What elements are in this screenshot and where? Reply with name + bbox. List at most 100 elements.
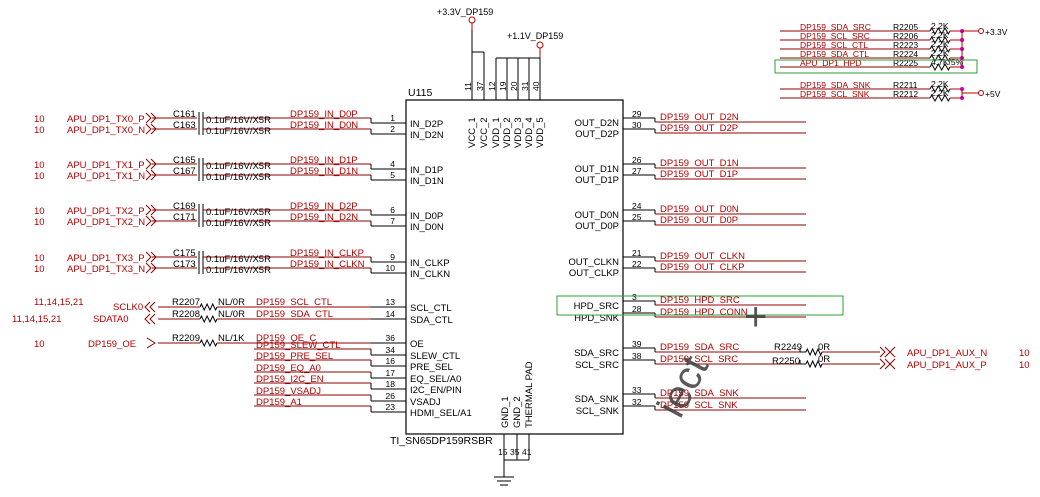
misc-net-name: DP159_SLEW_CTL [256, 340, 340, 351]
top-pin-name: VCC_2 [479, 117, 490, 148]
input-signal-name: APU_DP1_TX1_N [67, 171, 145, 182]
pullup-resistor-ref: R2206 [893, 31, 918, 41]
resistor-value: NL/0R [218, 297, 245, 308]
pullup-resistor-value: 2.2K [931, 48, 949, 58]
capacitor-value: 0.1uF/16V/X5R [206, 207, 271, 218]
pullup-resistor-value: 2.2K [931, 21, 949, 31]
right-pin-number: 32 [632, 397, 642, 407]
left-pin-name: IN_D0N [410, 222, 444, 233]
capacitor-value: 0.1uF/16V/X5R [206, 218, 271, 229]
right-pin-number: 25 [632, 212, 642, 222]
left-pin-number: 14 [386, 309, 396, 319]
output-net-name: DP159_OUT_D1N [660, 158, 739, 169]
aux-resistor-ref: R2250 [772, 356, 800, 367]
input-net-name: DP159_IN_D0P [290, 109, 358, 120]
capacitor-icon [198, 158, 204, 170]
output-net-name: DP159_SDA_SNK [660, 388, 739, 399]
source-page-ref: 10 [34, 264, 45, 275]
offpage-connector-icon [145, 251, 157, 263]
right-pin-name: OUT_CLKP [569, 268, 619, 279]
resistor-icon [805, 347, 823, 357]
top-pin-name: VDD_2 [502, 117, 513, 148]
capacitor-ref: C165 [173, 155, 196, 166]
capacitor-value: 0.1uF/16V/X5R [206, 115, 271, 126]
ctl-signal-name: DP159_OE [88, 339, 136, 350]
aux-signal-name: APU_DP1_AUX_N [907, 348, 987, 359]
output-net-name: DP159_OUT_D2P [660, 123, 738, 134]
bidirectional-connector-icon [144, 301, 156, 313]
source-page-ref: 10 [34, 160, 45, 171]
right-pin-name: HPD_SNK [574, 313, 620, 324]
power-3v3-dp159: +3.3V_DP159 [437, 7, 493, 75]
right-pin-name: HPD_SRC [574, 301, 620, 312]
ground-net: 15 35 41 [494, 434, 532, 486]
right-pin-number: 27 [632, 166, 642, 176]
left-pin-number: 17 [386, 368, 396, 378]
bidirectional-connector-icon [144, 313, 156, 325]
left-pin-name: EQ_SEL/A0 [410, 374, 461, 385]
left-pin-number: 1 [390, 113, 395, 123]
gnd-pin-number-1: 15 [498, 447, 508, 457]
power-label-3v3: +3.3V [985, 27, 1008, 37]
chip-body[interactable] [405, 99, 624, 435]
right-pin-number: 3 [632, 292, 637, 302]
ground-symbol-icon [494, 470, 514, 486]
capacitor-value: 0.1uF/16V/X5R [206, 161, 271, 172]
left-pin-number: 5 [390, 170, 395, 180]
bottom-pin-name: GND_2 [512, 396, 523, 428]
right-pin-name: OUT_D2N [575, 118, 619, 129]
resistor-ref: R2207 [172, 297, 200, 308]
offpage-connector-icon [145, 169, 157, 181]
source-page-ref: 10 [34, 125, 45, 136]
right-pin-number: 28 [632, 304, 642, 314]
offpage-connector-icon [145, 204, 157, 216]
ctl-page-ref: 11,14,15,21 [34, 297, 83, 308]
source-page-ref: 10 [34, 253, 45, 264]
power-port-icon [978, 90, 984, 96]
right-pin-name: OUT_D1P [575, 175, 619, 186]
left-pin-number: 9 [390, 252, 395, 262]
capacitor-value: 0.1uF/16V/X5R [206, 126, 271, 137]
right-pin-name: SCL_SNK [576, 406, 620, 417]
pullup-net-name: DP159_SDA_CTL [800, 49, 869, 59]
input-net-name: DP159_IN_D0N [290, 120, 358, 131]
capacitor-ref: C173 [173, 259, 196, 270]
ctl-net-name: DP159_OE_C [256, 333, 316, 344]
left-pin-name: IN_D1P [410, 165, 443, 176]
pullup-resistor-value: 2.2K [931, 88, 949, 98]
capacitor-icon [198, 204, 204, 216]
left-pin-name: IN_D0P [410, 211, 443, 222]
power-port-icon [978, 28, 984, 34]
chip-u115[interactable]: U115 TI_SN65DP159RSBR [390, 87, 624, 447]
aux-page-ref: 10 [1019, 348, 1030, 359]
pullup-resistor-ref: R2211 [893, 80, 918, 90]
aux-resistor-value: 0R [818, 354, 830, 365]
left-pin-name: IN_D2P [410, 119, 443, 130]
left-pin-number: 7 [390, 216, 395, 226]
pullup-resistor-ref: R2225 [893, 58, 918, 68]
right-pin-number: 38 [632, 351, 642, 361]
pullup-resistor-ref: R2224 [893, 49, 918, 59]
left-pin-number: 10 [386, 263, 396, 273]
input-signal-name: APU_DP1_TX3_N [67, 264, 145, 275]
right-pin-number: 39 [632, 339, 642, 349]
aux-resistor-ref: R2249 [774, 342, 802, 353]
hpd-highlight-box [556, 295, 844, 316]
resistor-ref: R2208 [172, 309, 200, 320]
input-signal-name: APU_DP1_TX1_P [67, 160, 145, 171]
ctl-page-ref: 10 [34, 339, 45, 350]
ctl-net-name: DP159_SCL_CTL [256, 297, 332, 308]
input-signal-name: APU_DP1_TX0_P [67, 114, 145, 125]
aux-resistor-value: 0R [818, 342, 830, 353]
source-page-ref: 10 [34, 114, 45, 125]
resistor-icon [929, 62, 951, 72]
left-pin-name: I2C_EN/PIN [410, 385, 462, 396]
left-pin-number: 26 [386, 391, 396, 401]
pullup-net-name: DP159_SDA_SNK [800, 80, 871, 90]
capacitor-ref: C175 [173, 248, 196, 259]
